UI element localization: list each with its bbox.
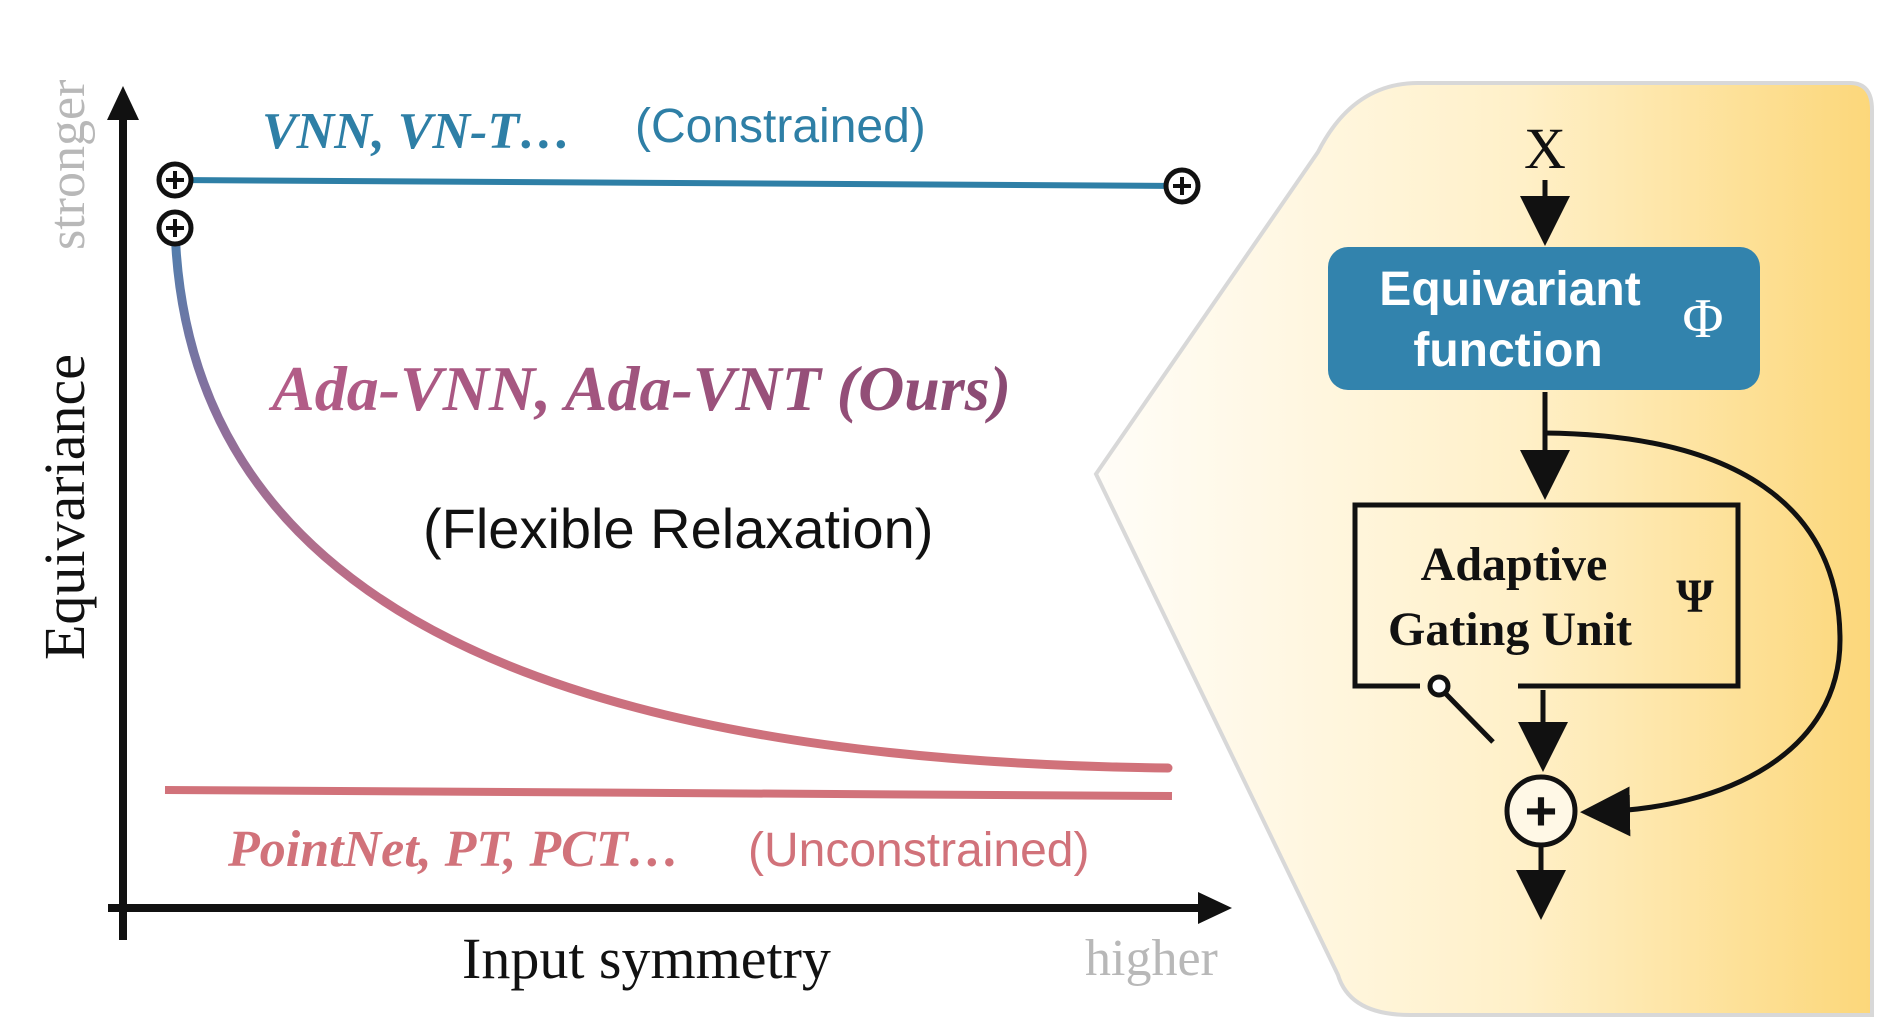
input-x-label: X	[1524, 116, 1566, 181]
unconstrained-models-label: PointNet, PT, PCT…	[227, 821, 680, 878]
sum-symbol: +	[1525, 779, 1558, 842]
constrained-models-label: VNN, VN-T…	[262, 103, 571, 160]
y-axis-end-label: stronger	[39, 80, 96, 250]
phi-symbol: Φ	[1683, 288, 1724, 350]
y-axis-arrowhead	[107, 86, 139, 120]
x-axis-label: Input symmetry	[462, 926, 831, 991]
sum-node: +	[1504, 774, 1578, 848]
x-axis-end-label: higher	[1085, 930, 1218, 987]
psi-symbol: Ψ	[1676, 570, 1714, 623]
constrained-line	[174, 177, 1183, 189]
equivariant-line2: function	[1413, 324, 1602, 377]
module-panel: X Equivariant function Φ Adaptive Gating…	[1093, 81, 1874, 1017]
gating-line1: Adaptive	[1421, 538, 1608, 591]
marker-constrained-end	[1163, 167, 1201, 205]
equivariant-line1: Equivariant	[1379, 263, 1640, 316]
marker-constrained-start	[156, 161, 194, 199]
gating-unit-block	[1352, 502, 1741, 689]
unconstrained-line	[164, 786, 1173, 800]
y-axis-label: Equivariance	[32, 354, 97, 660]
ours-curve	[170, 223, 1173, 773]
constrained-tag: (Constrained)	[635, 100, 926, 153]
ours-models-label: Ada-VNN, Ada-VNT (Ours)	[268, 353, 1011, 424]
unconstrained-tag: (Unconstrained)	[748, 824, 1089, 877]
skip-connection	[1544, 430, 1843, 837]
x-axis-arrowhead	[1198, 892, 1232, 924]
marker-ours-start	[156, 209, 194, 247]
ours-tag: (Flexible Relaxation)	[423, 497, 933, 560]
equivariant-function-block	[1328, 247, 1760, 390]
gate-switch-icon	[1427, 674, 1495, 744]
gating-line2: Gating Unit	[1388, 603, 1632, 656]
equivariance-plot: Equivariance stronger Input symmetry hig…	[32, 80, 1232, 991]
